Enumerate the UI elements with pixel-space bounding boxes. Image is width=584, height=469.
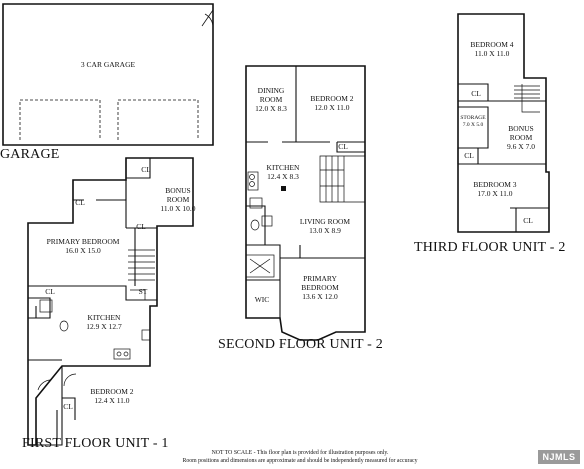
room-name: BONUS xyxy=(508,124,534,133)
first-floor-title: FIRST FLOOR UNIT - 1 xyxy=(22,436,169,451)
room-sf-primary-bedroom: PRIMARY BEDROOM 13.6 X 12.0 xyxy=(290,274,350,301)
disclaimer-note: NOT TO SCALE - This floor plan is provid… xyxy=(150,450,450,465)
garage-side-door xyxy=(201,9,214,27)
first-floor-stairs xyxy=(128,249,155,300)
room-tf-bonus: BONUS ROOM 9.6 X 7.0 xyxy=(498,124,544,151)
closet-label: CL xyxy=(523,216,533,225)
closet-label: CL xyxy=(141,165,151,174)
room-name: BEDROOM 2 xyxy=(90,387,134,396)
room-ff-bonus: BONUS ROOM 11.0 X 10.0 xyxy=(160,186,196,213)
room-dim: 13.6 X 12.0 xyxy=(302,292,338,301)
room-dim: 16.0 X 15.0 xyxy=(65,246,101,255)
njmls-watermark: NJMLS xyxy=(538,450,580,464)
closet-label: CL xyxy=(338,142,348,151)
closet-label: CL xyxy=(63,402,73,411)
closet-label: CL xyxy=(464,151,474,160)
room-name-2: ROOM xyxy=(166,195,190,204)
room-dim: 11.0 X 11.0 xyxy=(474,49,510,58)
garage-doors xyxy=(19,99,199,140)
room-ff-kitchen: KITCHEN 12.9 X 12.7 xyxy=(74,313,134,331)
room-name: LIVING ROOM xyxy=(299,217,351,226)
room-ff-primary-bedroom: PRIMARY BEDROOM 16.0 X 15.0 xyxy=(38,237,128,255)
room-dim: 13.0 X 8.9 xyxy=(309,226,341,235)
room-dim: 12.4 X 11.0 xyxy=(94,396,130,405)
closet-label: CL xyxy=(471,89,481,98)
closet-label: CL xyxy=(75,198,85,207)
room-name-2: BEDROOM xyxy=(301,283,339,292)
room-name: BONUS xyxy=(165,186,191,195)
room-tf-bedroom-3: BEDROOM 3 17.0 X 11.0 xyxy=(462,180,528,198)
room-name: DINING xyxy=(257,86,285,95)
garage-outline xyxy=(2,3,214,146)
room-dim: 9.6 X 7.0 xyxy=(507,142,535,151)
room-name: PRIMARY xyxy=(303,274,337,283)
room-name-2: ROOM xyxy=(509,133,533,142)
room-dim: 12.9 X 12.7 xyxy=(86,322,122,331)
room-dim: 12.0 X 8.3 xyxy=(255,104,287,113)
room-tf-bedroom-4: BEDROOM 4 11.0 X 11.0 xyxy=(462,40,522,58)
room-name: 3 CAR GARAGE xyxy=(80,60,136,69)
room-name-2: ROOM xyxy=(259,95,283,104)
room-sf-kitchen: KITCHEN 12.4 X 8.3 xyxy=(258,163,308,181)
room-sf-dining: DINING ROOM 12.0 X 8.3 xyxy=(248,86,294,113)
room-name: PRIMARY BEDROOM xyxy=(46,237,120,246)
first-floor-fixtures xyxy=(37,299,151,391)
closet-label: CL xyxy=(136,222,146,231)
room-name: STORAGE xyxy=(460,115,486,121)
second-floor-walls xyxy=(246,66,365,318)
room-dim: 11.0 X 10.0 xyxy=(160,204,196,213)
room-name: KITCHEN xyxy=(87,313,121,322)
second-floor-stairs xyxy=(319,155,366,203)
room-name: KITCHEN xyxy=(266,163,300,172)
room-tf-storage: STORAGE 7.0 X 5.0 xyxy=(459,115,487,128)
second-floor-stair-marker xyxy=(281,186,286,191)
room-sf-bedroom-2: BEDROOM 2 12.0 X 11.0 xyxy=(302,94,362,112)
disclaimer-line-2: Room positions and dimensions are approx… xyxy=(182,457,418,464)
third-floor-outline xyxy=(457,13,550,233)
room-dim: 12.4 X 8.3 xyxy=(267,172,299,181)
first-floor-walls xyxy=(28,158,157,446)
room-name: BEDROOM 4 xyxy=(470,40,514,49)
third-floor-title: THIRD FLOOR UNIT - 2 xyxy=(414,240,566,255)
closet-label: CL xyxy=(45,287,55,296)
disclaimer-line-1: NOT TO SCALE - This floor plan is provid… xyxy=(211,450,389,456)
second-floor-title: SECOND FLOOR UNIT - 2 xyxy=(218,337,383,352)
room-3-car-garage: 3 CAR GARAGE xyxy=(63,60,153,69)
room-ff-bedroom-2: BEDROOM 2 12.4 X 11.0 xyxy=(82,387,142,405)
garage-title: GARAGE xyxy=(0,147,60,162)
room-dim: 7.0 X 5.0 xyxy=(462,121,484,128)
room-sf-living: LIVING ROOM 13.0 X 8.9 xyxy=(290,217,360,235)
third-floor-stairs xyxy=(514,84,540,113)
room-name: BEDROOM 3 xyxy=(473,180,517,189)
room-name: BEDROOM 2 xyxy=(310,94,354,103)
walk-in-closet-label: WIC xyxy=(254,295,270,304)
third-floor-walls xyxy=(457,83,549,232)
stairs-label: ST xyxy=(138,287,148,296)
room-dim: 12.0 X 11.0 xyxy=(314,103,350,112)
room-dim: 17.0 X 11.0 xyxy=(477,189,513,198)
second-floor-fixtures xyxy=(245,171,275,278)
